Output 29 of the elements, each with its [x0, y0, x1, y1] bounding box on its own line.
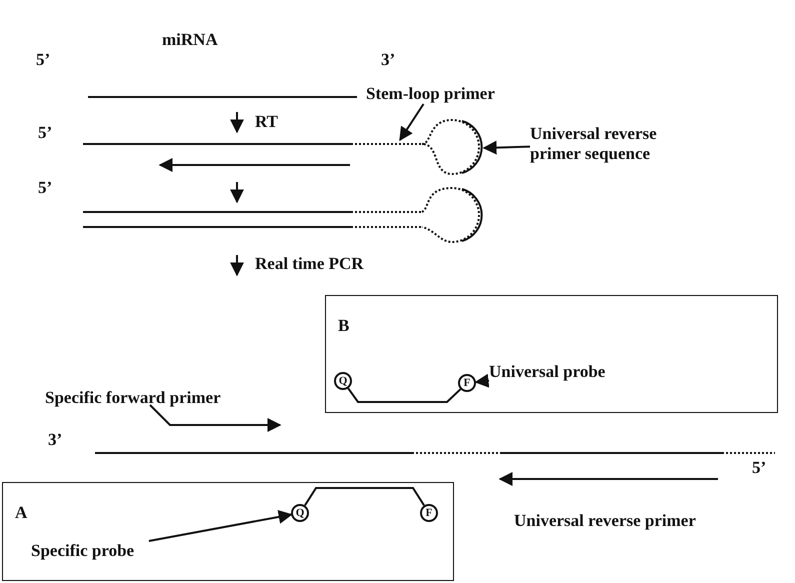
fluorophore-circle: Q [334, 372, 352, 390]
panel-letter: B [338, 316, 350, 336]
fluorophore-circle: Q [291, 504, 309, 522]
strand-label: 3’ [48, 430, 62, 450]
panel-letter: A [15, 503, 28, 523]
callout-text: Universal reverse primer sequence [530, 124, 702, 164]
fluorophore-circle: F [458, 374, 476, 392]
strand-label: Real time PCR [255, 254, 364, 274]
leader-line [148, 510, 293, 542]
panel-box [325, 295, 778, 413]
strand-label: miRNA [162, 30, 218, 50]
strand-label: Specific forward primer [45, 388, 221, 408]
strand-label: 5’ [752, 458, 766, 478]
leader-line [474, 374, 490, 388]
fluorophore-circle: F [420, 504, 438, 522]
strand-label: 5’ [38, 178, 52, 198]
probe-strand [347, 388, 462, 403]
strand-label: 3’ [381, 50, 396, 70]
callout-text: Stem-loop primer [366, 84, 494, 104]
callout-text: Universal probe [489, 362, 659, 382]
leader-line [399, 103, 424, 142]
strand-label: RT [255, 112, 278, 132]
callout-text: Specific probe [31, 541, 159, 561]
panel-box [2, 482, 454, 581]
strand-label: 5’ [38, 123, 52, 143]
strand-label: 5’ [36, 50, 50, 70]
leader-line [482, 140, 530, 155]
strand-label: Universal reverse primer [514, 511, 696, 531]
probe-strand [304, 487, 425, 506]
